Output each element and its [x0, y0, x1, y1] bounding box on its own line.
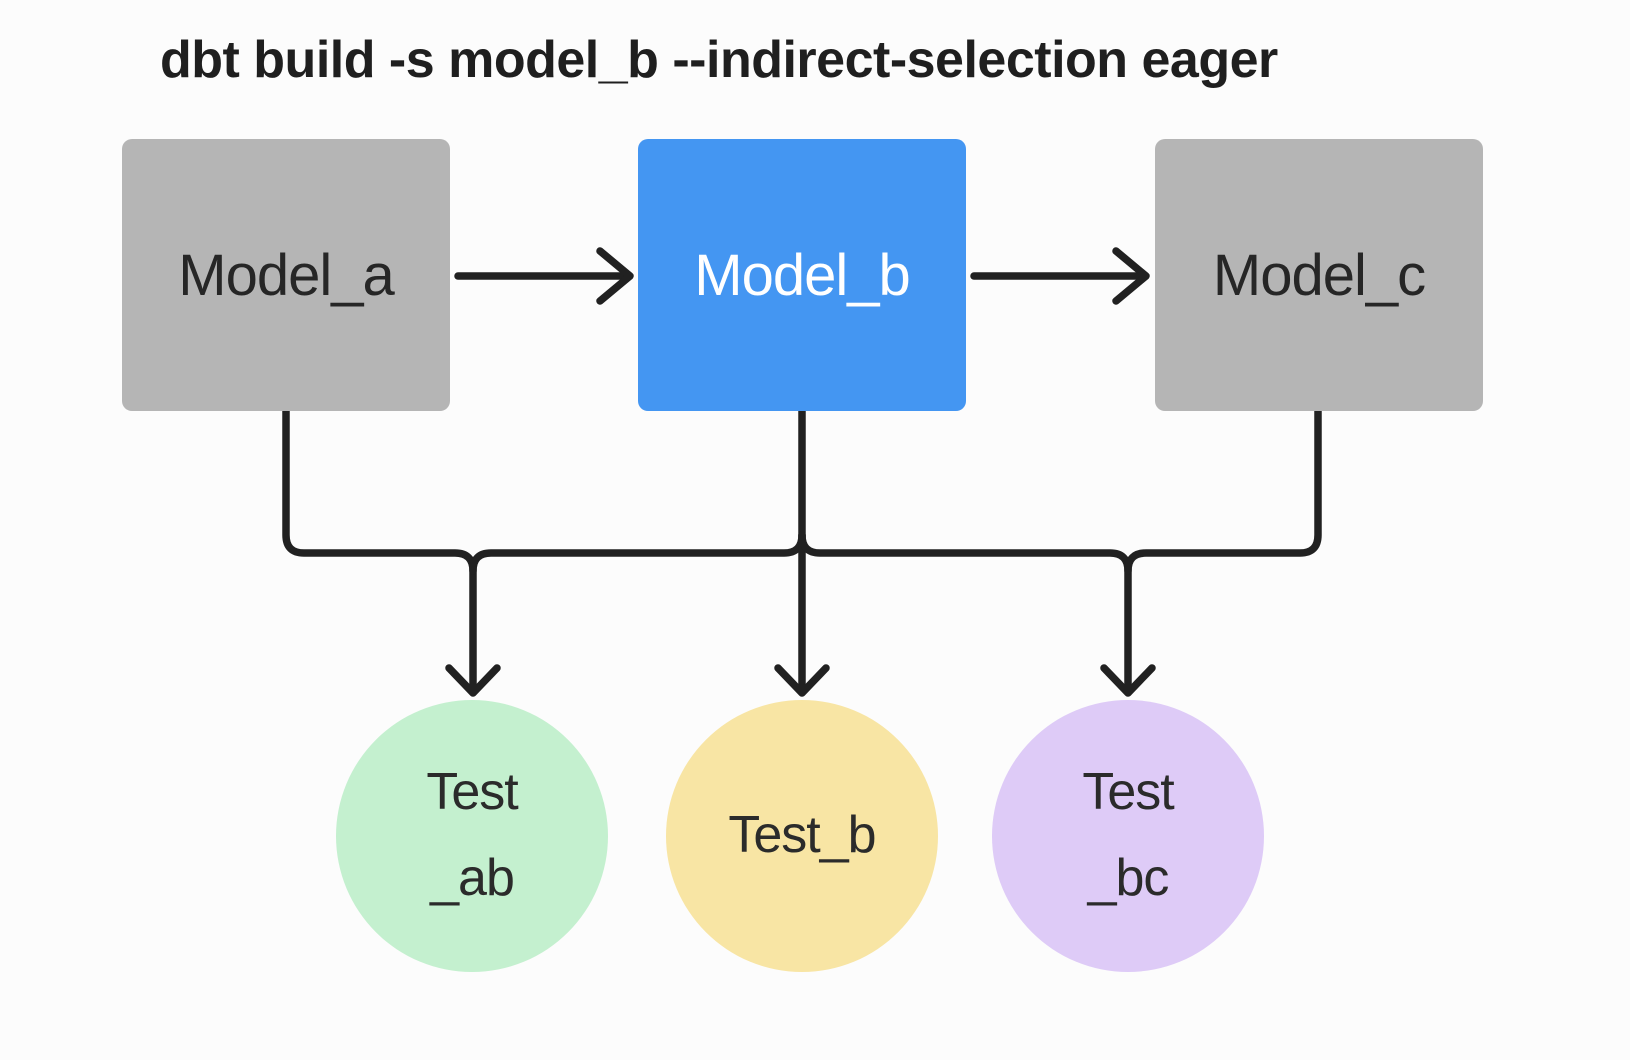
node-model-c: Model_c	[1155, 139, 1483, 411]
arrowhead-model-c-icon	[1112, 247, 1150, 305]
arrowhead-test-bc-icon	[1100, 664, 1156, 697]
node-model-c-label: Model_c	[1212, 242, 1426, 308]
arrowhead-test-ab-icon	[445, 664, 501, 697]
arrowhead-test-b-icon	[774, 664, 830, 697]
node-model-b-selected: Model_b	[638, 139, 966, 411]
node-model-b-label: Model_b	[694, 242, 910, 308]
edge-model-a-to-test-ab	[282, 407, 477, 692]
node-model-a-label: Model_a	[178, 242, 394, 308]
test-node-ab: Test _ab	[336, 700, 608, 972]
node-model-a: Model_a	[122, 139, 450, 411]
test-node-bc: Test _bc	[992, 700, 1264, 972]
bus-segment-right	[798, 531, 1132, 692]
test-bc-label-line1: Test	[1082, 763, 1174, 822]
command-title: dbt build -s model_b --indirect-selectio…	[160, 31, 1278, 89]
test-b-label-line1: Test_b	[728, 806, 876, 865]
test-node-b: Test_b	[666, 700, 938, 972]
test-ab-label-line2: _ab	[430, 849, 515, 907]
bus-segment-left	[469, 531, 806, 575]
test-ab-label-line1: Test	[426, 763, 518, 822]
edge-model-c-to-test-bc	[1124, 407, 1322, 575]
test-bc-label-line2: _bc	[1087, 849, 1170, 907]
arrowhead-model-b-icon	[596, 247, 634, 305]
